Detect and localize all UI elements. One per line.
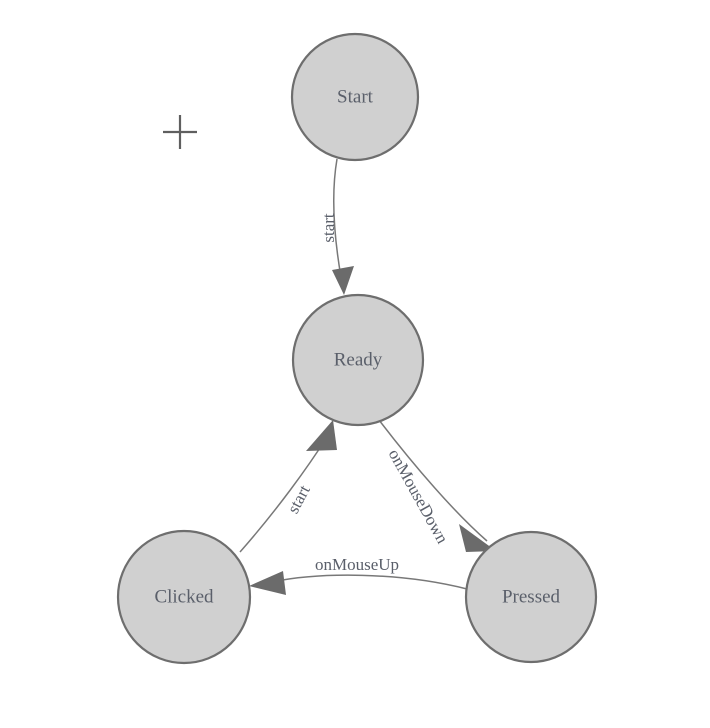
node-ready-label: Ready	[334, 349, 383, 370]
node-start-label: Start	[337, 86, 374, 107]
edge-label-clicked-to-ready: start	[283, 482, 314, 517]
arrowhead-into-ready-lower-left	[306, 420, 337, 451]
edge-label-pressed-to-clicked: onMouseUp	[315, 555, 399, 574]
edge-ready-to-pressed[interactable]: onMouseDown	[378, 419, 496, 552]
node-pressed-label: Pressed	[502, 586, 561, 607]
node-start-circle	[290, 32, 420, 162]
edge-start-to-ready[interactable]: start	[319, 158, 354, 295]
arrowhead-into-ready-top	[332, 266, 354, 295]
node-ready-circle	[291, 293, 425, 427]
node-clicked-circle	[116, 529, 252, 665]
edge-clicked-to-ready[interactable]: start	[239, 420, 337, 553]
node-ready[interactable]: Ready	[291, 293, 425, 427]
node-clicked[interactable]: Clicked	[116, 529, 252, 665]
node-start[interactable]: Start	[290, 32, 420, 162]
plus-marker-icon	[163, 115, 197, 149]
arrowhead-into-clicked	[249, 571, 286, 595]
arrowhead-into-pressed	[459, 524, 496, 552]
node-pressed-circle	[464, 530, 598, 664]
edge-pressed-to-clicked[interactable]: onMouseUp	[249, 555, 468, 595]
node-clicked-label: Clicked	[154, 586, 214, 607]
node-pressed[interactable]: Pressed	[464, 530, 598, 664]
edge-label-start-to-ready: start	[319, 213, 338, 243]
